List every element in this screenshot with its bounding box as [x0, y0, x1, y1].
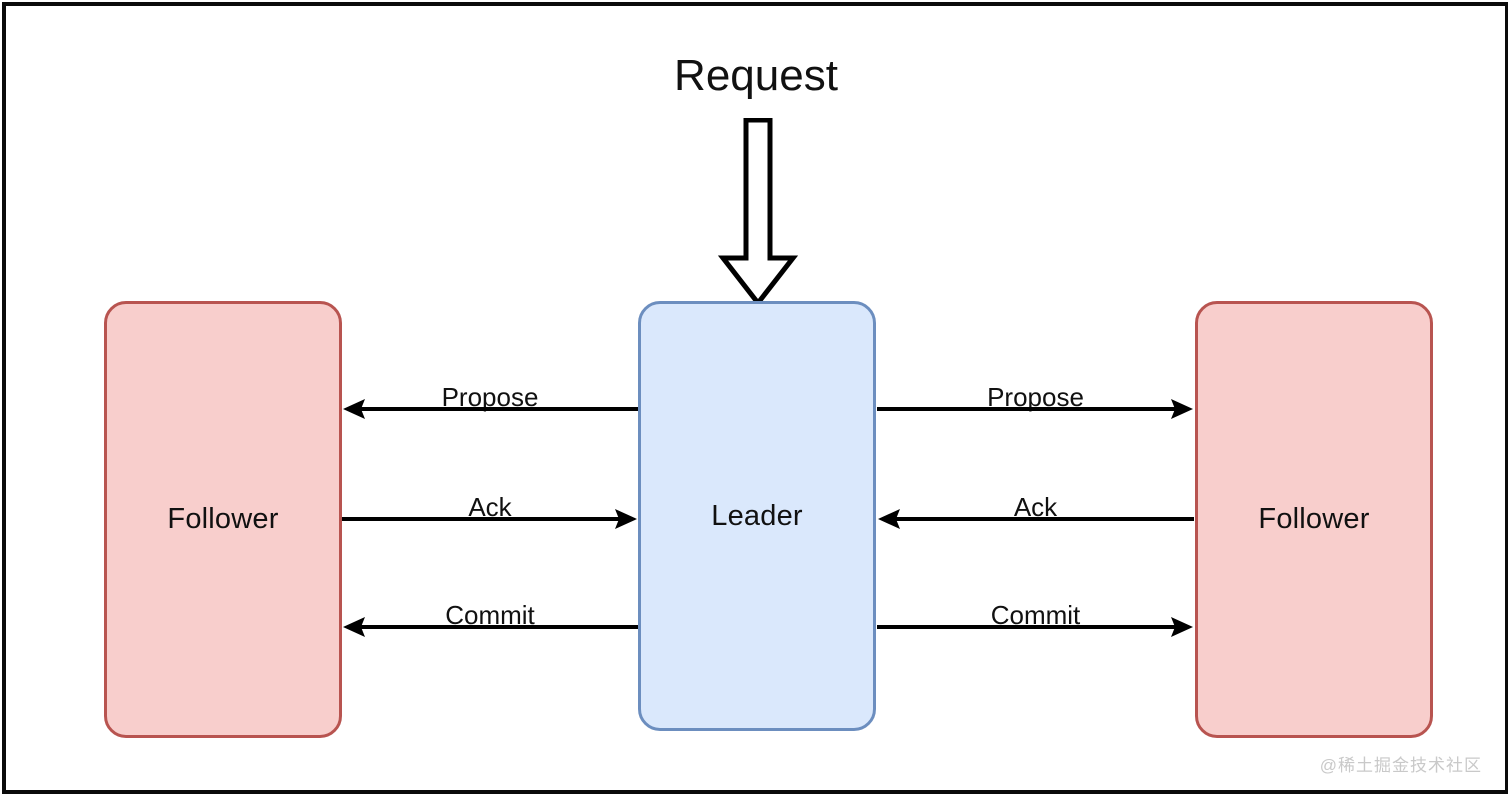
edge-right-propose-label: Propose: [987, 382, 1084, 412]
request-arrow-icon: [713, 117, 803, 308]
edge-right-propose: Propose: [876, 382, 1195, 432]
edge-right-propose-arrow-icon: [877, 399, 1193, 419]
edge-right-ack-label: Ack: [1013, 492, 1058, 522]
edge-right-commit-label: Commit: [990, 600, 1081, 630]
node-left-follower-label: Follower: [167, 503, 279, 535]
edge-right-ack-arrow-icon: [878, 509, 1194, 529]
node-leader[interactable]: Leader: [638, 301, 876, 731]
edge-left-commit-label: Commit: [445, 600, 535, 630]
watermark: @稀土掘金技术社区: [1319, 756, 1482, 775]
edge-left-commit-arrow-icon: [343, 617, 638, 637]
node-right-follower[interactable]: Follower: [1195, 301, 1433, 738]
edge-right-ack: Ack: [876, 492, 1195, 542]
edge-left-propose-label: Propose: [441, 382, 539, 412]
request-label: Request: [674, 51, 838, 100]
edge-left-propose-arrow-icon: [343, 399, 638, 419]
edge-left-propose: Propose: [341, 382, 639, 432]
edge-right-commit: Commit: [876, 600, 1195, 650]
node-leader-label: Leader: [711, 499, 803, 532]
node-left-follower[interactable]: Follower: [104, 301, 342, 738]
edge-left-ack: Ack: [341, 492, 639, 542]
edge-left-commit: Commit: [341, 600, 639, 650]
node-right-follower-label: Follower: [1258, 503, 1370, 535]
edge-left-ack-label: Ack: [468, 492, 512, 522]
edge-right-commit-arrow-icon: [877, 617, 1193, 637]
edge-left-ack-arrow-icon: [342, 509, 637, 529]
